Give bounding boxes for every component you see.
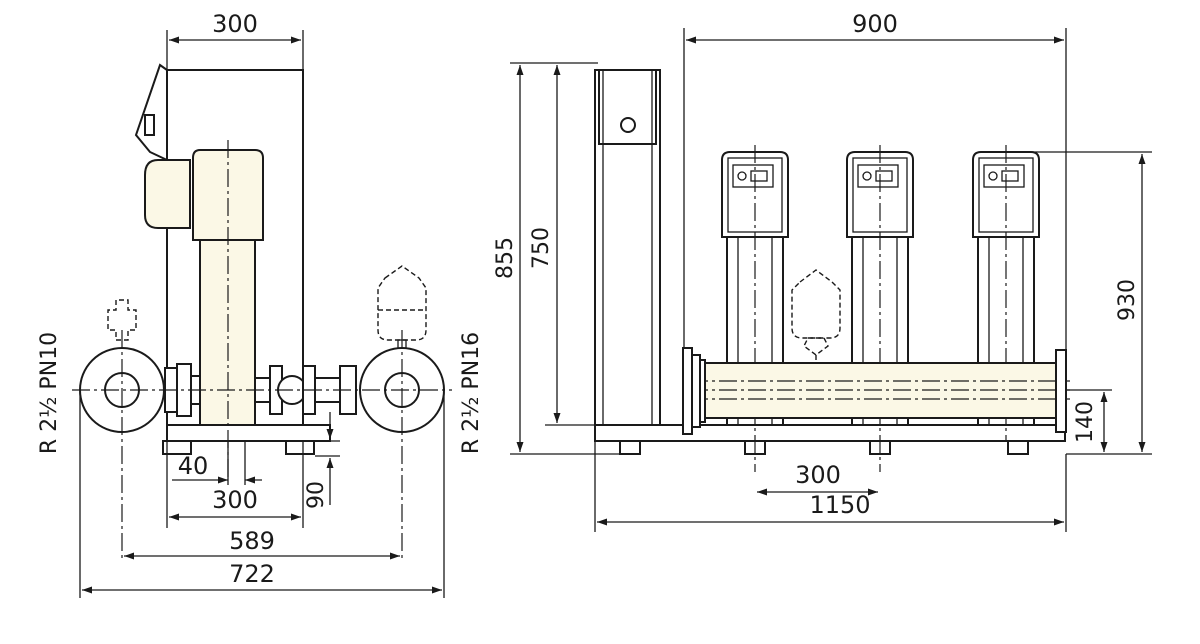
dim-front-overall-length: 1150 — [809, 491, 870, 519]
inlet-connection-label: R 2½ PN10 — [37, 332, 62, 454]
dim-side-flange-span: 589 — [229, 527, 275, 555]
dim-side-top-width: 300 — [212, 10, 258, 38]
dim-front-height-140: 140 — [1073, 401, 1098, 443]
dim-front-height-930: 930 — [1115, 279, 1140, 321]
dim-side-offset: 40 — [178, 452, 209, 480]
expansion-vessel-front — [791, 269, 841, 363]
dim-front-top-width: 900 — [852, 10, 898, 38]
manifold-front — [682, 347, 1070, 435]
pump-2 — [846, 145, 914, 472]
front-view: 900 855 750 930 140 300 1150 — [493, 10, 1152, 532]
pump-1 — [721, 145, 789, 472]
base-frame-side — [162, 424, 331, 455]
control-cabinet-front — [594, 69, 661, 426]
dim-side-base-width: 300 — [212, 486, 258, 514]
base-frame-front — [594, 424, 1066, 442]
outlet-connection-label: R 2½ PN16 — [459, 332, 484, 454]
dim-front-height-750: 750 — [529, 227, 554, 269]
dim-front-height-855: 855 — [493, 237, 518, 279]
side-view: 300 40 300 90 589 722 R 2½ PN10 R 2½ PN1… — [37, 10, 484, 598]
dim-side-height-90: 90 — [304, 481, 329, 509]
dim-front-pump-spacing: 300 — [795, 461, 841, 489]
dim-side-overall-width: 722 — [229, 560, 275, 588]
